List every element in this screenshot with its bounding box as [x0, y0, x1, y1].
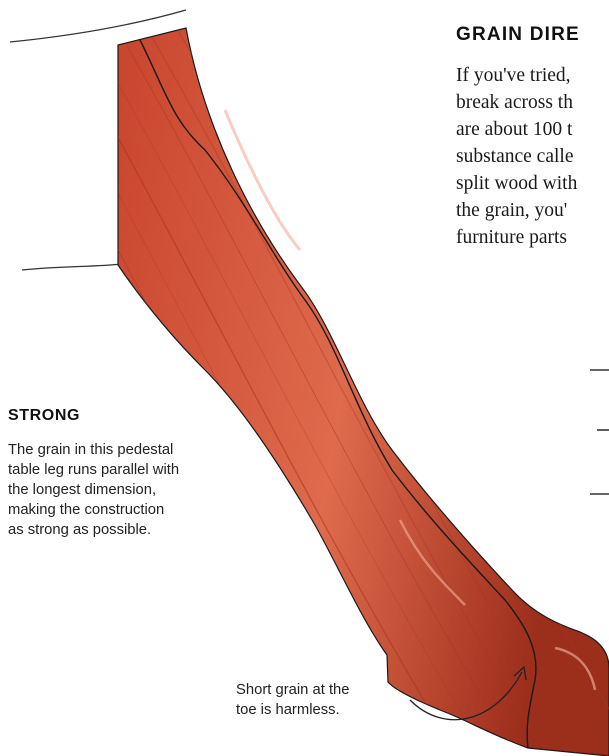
body-line: substance calle	[456, 143, 609, 170]
tabletop-lower-edge	[22, 264, 122, 270]
toe-note-line: Short grain at the	[236, 680, 416, 700]
callout-line: making the construction	[8, 500, 278, 520]
callout-line: The grain in this pedestal	[8, 440, 278, 460]
callout-title: STRONG	[8, 407, 80, 425]
callout-line: the longest dimension,	[8, 480, 278, 500]
grain-line	[0, 0, 130, 756]
toe-note: Short grain at the toe is harmless.	[236, 680, 416, 720]
body-line: are about 100 t	[456, 116, 609, 143]
body-line: the grain, you'	[456, 197, 609, 224]
callout-line: as strong as possible.	[8, 520, 278, 540]
article-heading: GRAIN DIRE	[456, 24, 580, 46]
callout-line: table leg runs parallel with	[8, 460, 278, 480]
article-body: If you've tried, break across th are abo…	[456, 62, 609, 251]
toe-note-line: toe is harmless.	[236, 700, 416, 720]
callout-text: The grain in this pedestal table leg run…	[8, 440, 278, 540]
body-line: break across th	[456, 89, 609, 116]
body-line: furniture parts	[456, 224, 609, 251]
body-line: split wood with	[456, 170, 609, 197]
grain-line	[0, 0, 100, 756]
body-line: If you've tried,	[456, 62, 609, 89]
